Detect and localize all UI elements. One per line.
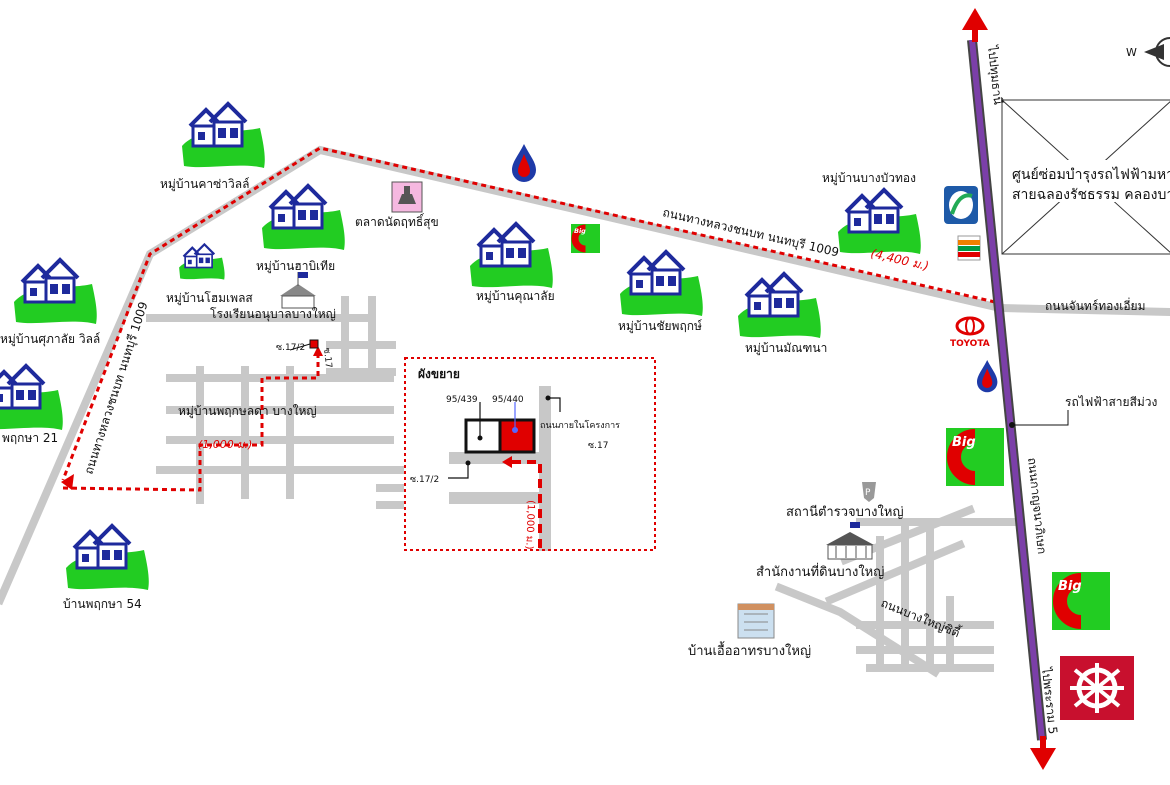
school-icon [280, 272, 316, 309]
bang-bua-thong-label: หมู่บ้านบางบัวทอง [822, 171, 916, 186]
plot-95-439 [464, 418, 502, 454]
homeplace-label: หมู่บ้านโฮมเพลส [166, 291, 253, 306]
house-icon [468, 222, 555, 290]
police-icon: P [862, 482, 876, 502]
government-building-icon [826, 522, 874, 560]
supalai-label: หมู่บ้านศุภาลัย วิลล์ [0, 332, 100, 347]
depot-area [1001, 99, 1170, 255]
house-icon [736, 272, 823, 340]
gas-station-icon [977, 360, 998, 393]
road-network [0, 145, 1170, 678]
phruksa-21-label: พฤกษา 21 [2, 431, 58, 445]
house-icon [618, 250, 705, 318]
soi-17-2-label: ซ.17/2 [410, 475, 439, 485]
kunalai-label: หมู่บ้านคุณาลัย [476, 289, 555, 304]
house-icon [836, 188, 923, 256]
plot-95-440 [498, 418, 536, 454]
svg-text:P: P [865, 488, 871, 498]
phruksa-lada-label: หมู่บ้านพฤกษลดา บางใหญ่ [178, 404, 317, 419]
purple-line-rail [962, 8, 1056, 770]
house-icon [180, 102, 267, 170]
plot-439-label: 95/439 [446, 395, 478, 405]
project-marker [309, 339, 319, 349]
soi-17-2-top-label: ซ.17/2 [276, 343, 305, 353]
house-icon [260, 184, 347, 252]
hospital-logo-icon [1060, 656, 1134, 720]
plot-440-label: 95/440 [492, 395, 524, 405]
soi-17-top-label: ซ.17 [321, 347, 333, 368]
kanchana-road-label: ถนนกาญจนาภิเษก [1025, 457, 1049, 555]
bigc-icon [1052, 572, 1110, 630]
bigc-icon [946, 428, 1004, 486]
layout-title: ผังขยาย [418, 367, 460, 381]
chaiyaphruek-label: หมู่บ้านชัยพฤกษ์ [618, 319, 702, 334]
eua-arthorn-label: บ้านเอื้ออาทรบางใหญ่ [688, 641, 811, 659]
casa-ville-label: หมู่บ้านคาซ่าวิลล์ [160, 177, 249, 192]
purple-line-label: รถไฟฟ้าสายสีม่วง [1065, 395, 1157, 409]
distance-1000-label: (1,000 ม.) [198, 438, 252, 451]
land-office-label: สำนักงานที่ดินบางใหญ่ [756, 563, 884, 580]
phruksa-54-label: บ้านพฤกษา 54 [63, 597, 142, 611]
route-lines [61, 146, 996, 548]
compass-west: W [1126, 46, 1137, 59]
market-icon [391, 181, 423, 213]
depot-label-2: สายฉลองรัชธรรม คลองบา [1012, 187, 1170, 203]
inner-road-label: ถนนภายในโครงการ [540, 420, 620, 431]
chan-thong-eiam-road-label: ถนนจันทร์ทองเอี่ยม [1045, 297, 1146, 313]
to-pathum-label: ไปปทุมธานี [984, 44, 1005, 106]
house-icon [64, 524, 151, 592]
gas-station-icon [512, 144, 536, 182]
school-label: โรงเรียนอนุบาลบางใหญ่ [210, 307, 336, 322]
depot-label: ศูนย์ซ่อมบำรุงรถไฟฟ้ามหา [1012, 166, 1170, 183]
compass-icon: W [1126, 37, 1170, 67]
soi-17-label: ซ.17 [588, 441, 608, 451]
house-icon [0, 364, 65, 432]
habitia-label: หมู่บ้านฮาบิเทีย [256, 259, 335, 274]
toyota-text: TOYOTA [950, 339, 990, 349]
apartment-building-icon [737, 603, 775, 639]
house-icon [178, 243, 226, 281]
site-layout-box [404, 357, 656, 551]
market-label: ตลาดนัดฤทธิ์สุข [355, 213, 439, 230]
toyota-logo-icon: TOYOTA [950, 316, 990, 349]
bigc-icon [571, 224, 600, 253]
ptt-logo-icon [944, 186, 978, 224]
police-station-label: สถานีตำรวจบางใหญ่ [786, 504, 904, 520]
manthana-label: หมู่บ้านมัณฑนา [745, 341, 827, 356]
seven-eleven-icon [957, 235, 981, 261]
house-icon [12, 258, 99, 326]
distance-1000-vertical-label: (1,000 ม.) [523, 500, 536, 550]
